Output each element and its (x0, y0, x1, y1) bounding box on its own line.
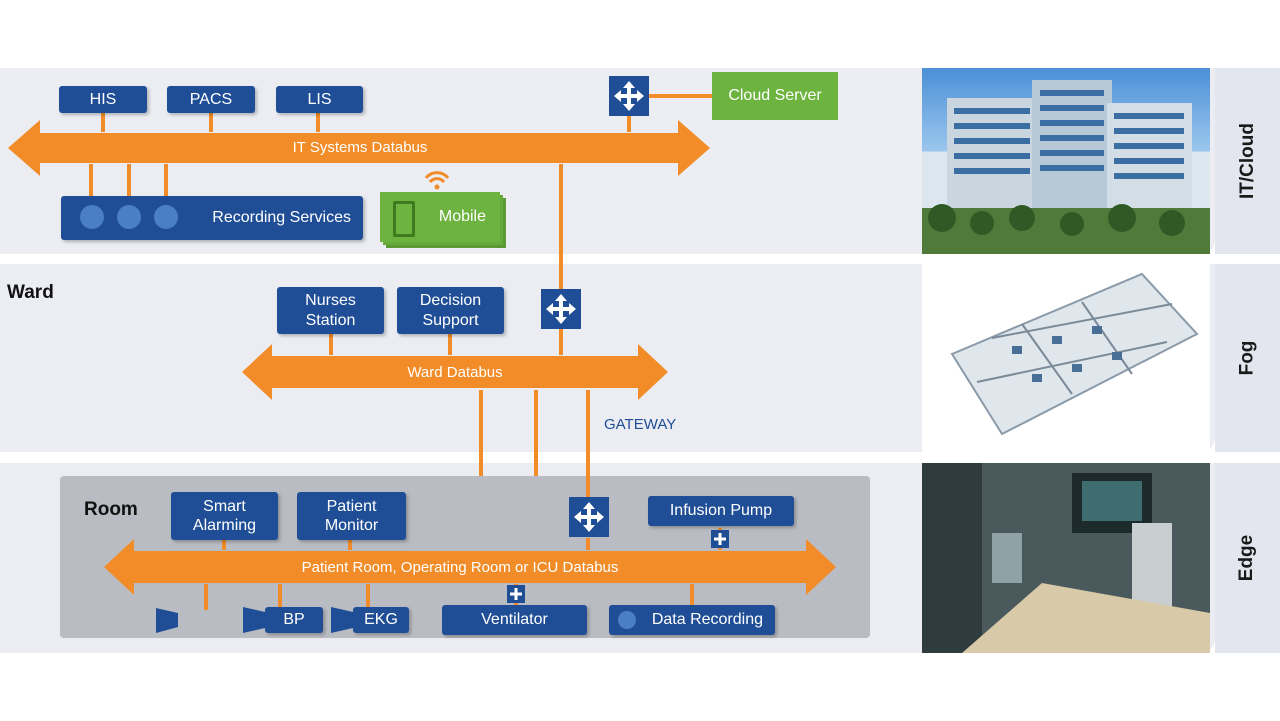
room-title: Room (84, 499, 138, 520)
wifi-icon (424, 171, 450, 184)
decision-support-box: Decision Support (397, 287, 504, 334)
sensor-icon (156, 608, 178, 633)
infusion-pump-box: Infusion Pump (648, 496, 794, 526)
it-cloud-tier-label: IT/Cloud (1236, 123, 1258, 199)
recording-services-box: Recording Services (61, 196, 363, 240)
edge-tier-column (1215, 463, 1280, 653)
mobile-box: Mobile (380, 192, 500, 242)
data-recording-label: Data Recording (651, 611, 763, 629)
ekg-sensor-icon (331, 607, 353, 633)
edge-tier-label: Edge (1236, 534, 1258, 582)
infusion-plus-icon (711, 530, 729, 548)
fog-tier-column (1215, 264, 1280, 452)
patient-monitor-box: Patient Monitor (297, 492, 406, 540)
mobile-label: Mobile (438, 208, 486, 225)
ekg-box: EKG (353, 607, 409, 633)
his-box: HIS (59, 86, 147, 113)
data-recording-box: Data Recording (609, 605, 775, 635)
room-databus-arrow (104, 539, 836, 595)
hospital-building-photo (922, 68, 1210, 254)
ward-floorplan-render (922, 264, 1210, 452)
it-databus-arrow (8, 120, 710, 176)
room-databus-label: Patient Room, Operating Room or ICU Data… (301, 559, 619, 576)
ward-databus-arrow (242, 344, 668, 400)
icu-room-photo (922, 463, 1210, 653)
pacs-box: PACS (167, 86, 255, 113)
ventilator-plus-icon (507, 585, 525, 603)
cloud-server-box: Cloud Server (712, 72, 838, 120)
room-gateway-icon (569, 497, 609, 537)
bp-box: BP (265, 607, 323, 633)
gateway-label: GATEWAY (604, 416, 677, 433)
ward-databus-label: Ward Databus (407, 364, 503, 381)
it-databus-label: IT Systems Databus (292, 139, 428, 156)
data-recording-node-icon (618, 611, 636, 629)
smart-alarming-box: Smart Alarming (171, 492, 278, 540)
lis-box: LIS (276, 86, 363, 113)
ward-title: Ward (7, 282, 54, 303)
cloud-gateway-icon (609, 76, 649, 116)
nurses-station-box: Nurses Station (277, 287, 384, 334)
cloud-tier-column (1215, 68, 1280, 254)
ventilator-box: Ventilator (442, 605, 587, 635)
recording-services-label: Recording Services (212, 209, 351, 227)
mobile-device-icon (393, 201, 415, 237)
bp-sensor-icon (243, 607, 265, 633)
ward-gateway-icon (541, 289, 581, 329)
fog-tier-label: Fog (1236, 340, 1258, 376)
